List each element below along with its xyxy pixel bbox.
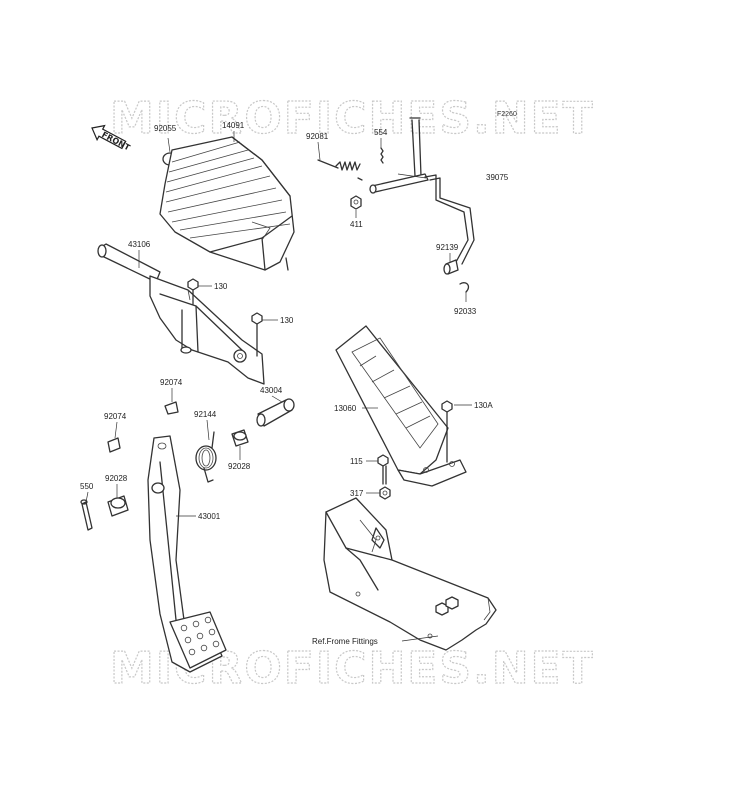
part-39075-rod [369,117,475,265]
part-317-nut [379,486,391,500]
label-13060: 13060 [334,404,357,413]
part-43001-pedal [147,435,227,673]
label-115: 115 [350,457,363,466]
label-130-b: 130 [280,316,294,325]
part-554-pin [380,147,384,164]
label-411: 411 [350,220,363,229]
part-130-bolt-a [187,278,199,305]
part-92081-spring [317,159,363,181]
label-43106: 43106 [128,240,151,249]
part-92033-clip [459,282,470,293]
label-554: 554 [374,128,388,137]
diagram-code: F2260 [497,111,517,118]
label-92144: 92144 [194,410,217,419]
frame-fittings [323,497,497,651]
part-92028-bushing-a [231,429,249,447]
part-labels: 92055 14091 92081 554 39075 411 92139 92… [80,121,509,646]
part-43004-shaft [256,398,295,427]
part-115-bolt [377,454,389,485]
part-130A-bolt [441,400,453,463]
watermark-top: MICROFICHES.NET [110,93,595,144]
label-92055: 92055 [154,124,177,133]
label-14091: 14091 [222,121,245,130]
part-411-nut [350,195,362,210]
label-92139: 92139 [436,243,459,252]
part-43106-lever [97,243,265,385]
label-317: 317 [350,489,364,498]
label-92074-b: 92074 [104,412,127,421]
label-43004: 43004 [260,386,283,395]
leader-lines [85,131,472,642]
label-43001: 43001 [198,512,221,521]
label-92074-a: 92074 [160,378,183,387]
part-130-bolt-b [251,312,263,357]
label-92081: 92081 [306,132,329,141]
label-92028-b: 92028 [105,474,128,483]
label-ref-frame: Ref.Frome Fittings [312,637,378,646]
part-92028-bushing-b [107,495,129,517]
part-92074-bushing-b [107,437,121,453]
label-92033: 92033 [454,307,477,316]
part-13060-pedal [335,325,467,487]
part-550-cotter-pin [80,499,93,531]
label-130A: 130A [474,401,493,410]
label-39075: 39075 [486,173,509,182]
label-92028-a: 92028 [228,462,251,471]
part-92074-bushing-a [164,401,179,415]
part-92144-spring [195,431,217,483]
label-130-a: 130 [214,282,228,291]
part-92139-bushing [443,259,459,275]
label-550: 550 [80,482,94,491]
part-14091-cover [159,136,295,271]
